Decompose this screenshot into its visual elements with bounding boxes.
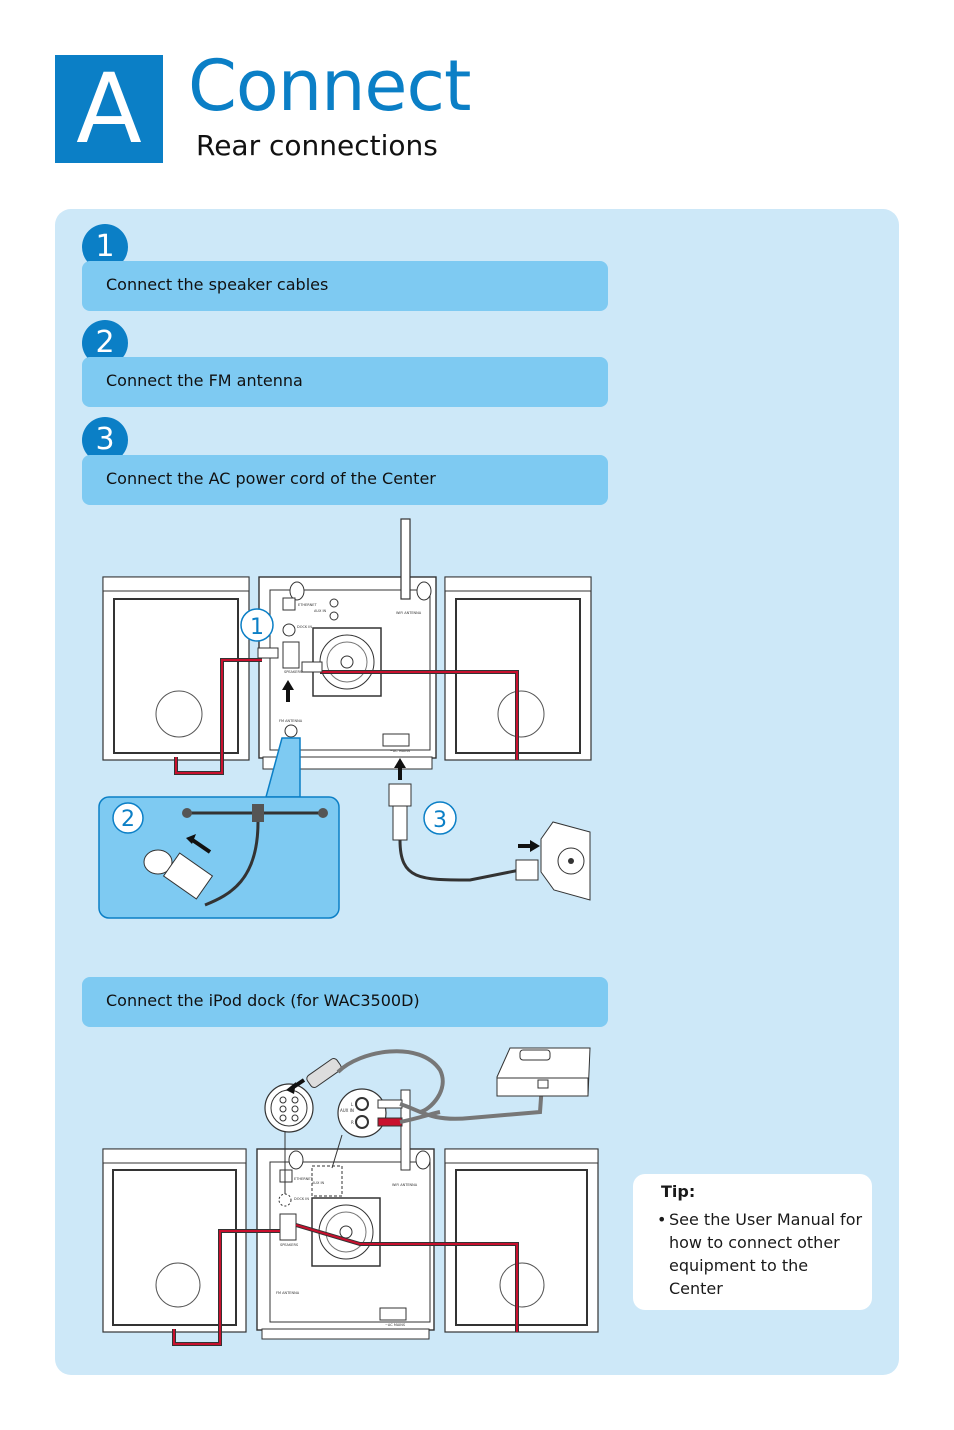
callout-1: 1	[240, 608, 274, 642]
speaker-cables	[174, 647, 519, 775]
tip-bullet: •	[657, 1210, 667, 1229]
port-ac-label: ~AC MAINS	[390, 749, 411, 753]
page-subtitle: Rear connections	[196, 129, 438, 162]
dock-in-zoom	[264, 1058, 342, 1194]
aux-in-zoom: AUX IN L R	[331, 1088, 403, 1169]
dock-step-bar: Connect the iPod dock (for WAC3500D)	[82, 977, 608, 1027]
center-unit-rear: ETHERNET AUX IN WiFi ANTENNA DOCK IN SPE…	[258, 518, 437, 770]
tip-heading: Tip:	[661, 1182, 696, 1201]
port-ethernet-label-2: ETHERNET	[294, 1177, 313, 1181]
aux-in-zoom-label: AUX IN	[340, 1108, 354, 1113]
port-dock-label: DOCK IN	[297, 625, 312, 629]
step-bar-3: Connect the AC power cord of the Center	[82, 455, 608, 505]
right-speaker-2	[444, 1148, 599, 1333]
page-title: Connect	[188, 45, 471, 127]
arrow-icons	[282, 680, 406, 780]
port-ac-label-2: ~AC MAINS	[385, 1323, 406, 1327]
dock-step-label: Connect the iPod dock (for WAC3500D)	[106, 991, 420, 1010]
section-letter: A	[76, 53, 142, 165]
port-ethernet-label: ETHERNET	[298, 603, 317, 607]
section-letter-box: A	[55, 55, 163, 163]
tip-body: See the User Manual for how to connect o…	[669, 1210, 863, 1298]
tip-box: Tip: • See the User Manual for how to co…	[633, 1174, 872, 1310]
port-dock-label-2: DOCK IN	[294, 1197, 309, 1201]
step-label-2: Connect the FM antenna	[106, 371, 303, 390]
step-bar-1: Connect the speaker cables	[82, 261, 608, 311]
port-speakers-label: SPEAKERS	[284, 670, 303, 674]
ipod-dock	[496, 1047, 591, 1097]
callout-2-label: 2	[121, 807, 135, 832]
speaker-cables-2	[172, 1223, 519, 1346]
aux-l-label: L	[351, 1102, 354, 1107]
port-wifi-label-2: WiFi ANTENNA	[392, 1183, 418, 1187]
step-bar-2: Connect the FM antenna	[82, 357, 608, 407]
port-wifi-label: WiFi ANTENNA	[396, 611, 422, 615]
ac-power-cord: 3	[388, 783, 591, 901]
fm-antenna-inset: 2	[98, 737, 340, 919]
left-speaker	[102, 576, 250, 761]
step-label-3: Connect the AC power cord of the Center	[106, 469, 436, 488]
port-aux-label-2: AUX IN	[312, 1181, 324, 1185]
port-fm-label-2: FM ANTENNA	[276, 1291, 300, 1295]
left-speaker-2	[102, 1148, 247, 1333]
port-speakers-label-2: SPEAKERS	[280, 1243, 299, 1247]
aux-r-label: R	[351, 1120, 354, 1125]
port-fm-label: FM ANTENNA	[279, 719, 303, 723]
callout-1-label: 1	[250, 615, 264, 640]
port-aux-label: AUX IN	[314, 609, 326, 613]
callout-3-label: 3	[433, 808, 447, 833]
dock-cables	[336, 1049, 544, 1124]
step-label-1: Connect the speaker cables	[106, 275, 329, 294]
